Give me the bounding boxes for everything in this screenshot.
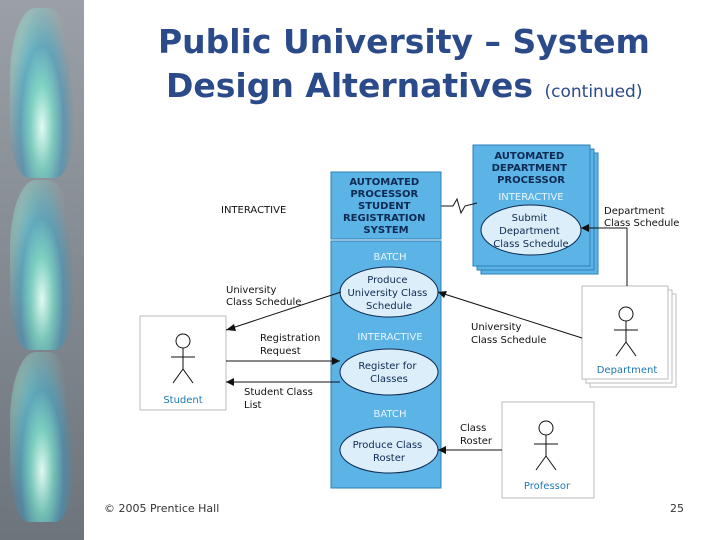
batch-label-1: BATCH bbox=[374, 252, 407, 263]
produce-roster-line: Roster bbox=[373, 453, 406, 464]
submit-usecase-line: Class Schedule bbox=[493, 239, 568, 250]
student-registration-system-box bbox=[330, 171, 442, 240]
submit-usecase-line: Submit bbox=[512, 213, 548, 224]
title-line-2: Design Alternatives (continued) bbox=[150, 64, 650, 114]
produce-schedule-text: Produce University Class Schedule bbox=[347, 275, 430, 312]
slide-title: Public University – System Design Altern… bbox=[150, 20, 650, 114]
processor-box-line: REGISTRATION bbox=[343, 213, 426, 224]
flame-graphic bbox=[10, 352, 74, 522]
department-actor-icon bbox=[614, 306, 638, 357]
dept-processor-title: AUTOMATED DEPARTMENT PROCESSOR bbox=[492, 151, 571, 186]
produce-schedule-line: University Class bbox=[347, 288, 427, 299]
interactive-label-2: INTERACTIVE bbox=[357, 332, 422, 343]
title-line-1: Public University – System bbox=[158, 22, 650, 61]
copyright-footer: © 2005 Prentice Hall bbox=[104, 502, 220, 515]
registration-system-title: AUTOMATED PROCESSOR STUDENT REGISTRATION… bbox=[343, 177, 429, 236]
student-class-list-label: Student Class List bbox=[244, 387, 316, 411]
department-actor-box bbox=[581, 285, 669, 380]
processor-box-line: STUDENT bbox=[358, 201, 411, 212]
interactive-label-left: INTERACTIVE bbox=[221, 205, 286, 216]
university-schedule-label-right: University Class Schedule bbox=[471, 322, 546, 346]
produce-schedule-line: Schedule bbox=[366, 301, 412, 312]
professor-actor-icon bbox=[534, 420, 558, 471]
processor-box-line: SYSTEM bbox=[363, 225, 408, 236]
batch-label-2: BATCH bbox=[374, 409, 407, 420]
dept-interactive-label: INTERACTIVE bbox=[498, 192, 563, 203]
produce-roster-line: Produce Class bbox=[353, 440, 423, 451]
label-line: Department bbox=[604, 206, 665, 217]
produce-roster-text: Produce Class Roster bbox=[353, 440, 426, 464]
submit-usecase-line: Department bbox=[499, 226, 560, 237]
professor-actor-label: Professor bbox=[524, 481, 571, 492]
registration-request-label: Registration Request bbox=[260, 333, 324, 357]
label-line: University bbox=[226, 285, 277, 296]
register-usecase-text: Register for Classes bbox=[358, 361, 419, 385]
dept-processor-line: AUTOMATED bbox=[494, 151, 564, 162]
title-subtitle: (continued) bbox=[544, 82, 643, 102]
flame-graphic bbox=[10, 180, 74, 350]
label-line: Request bbox=[260, 346, 301, 357]
submit-usecase-text: Submit Department Class Schedule bbox=[493, 213, 568, 250]
dept-class-schedule-label: Department Class Schedule bbox=[604, 206, 679, 229]
label-line: Class Schedule bbox=[226, 297, 301, 308]
label-line: Class Schedule bbox=[471, 335, 546, 346]
label-line: Student Class bbox=[244, 387, 313, 398]
label-line: Roster bbox=[460, 436, 493, 447]
label-line: Class Schedule bbox=[604, 218, 679, 229]
label-line: Class bbox=[460, 423, 486, 434]
processor-box-line: AUTOMATED bbox=[349, 177, 419, 188]
connector-lines bbox=[225, 227, 628, 451]
submit-dept-schedule-usecase bbox=[480, 204, 582, 256]
dept-processor-line: PROCESSOR bbox=[497, 175, 565, 186]
title-line-2-text: Design Alternatives bbox=[166, 66, 533, 105]
flame-graphic bbox=[10, 8, 74, 178]
register-for-classes-usecase bbox=[339, 348, 439, 396]
decorative-flame-sidebar bbox=[0, 0, 84, 540]
page-number: 25 bbox=[670, 502, 684, 515]
dept-processor-line: DEPARTMENT bbox=[492, 163, 568, 174]
department-actor-label: Department bbox=[597, 365, 658, 376]
register-usecase-line: Classes bbox=[370, 374, 408, 385]
label-line: Registration bbox=[260, 333, 320, 344]
student-actor-icon bbox=[171, 333, 195, 384]
register-usecase-line: Register for bbox=[358, 361, 417, 372]
label-line: List bbox=[244, 400, 262, 411]
professor-actor-box bbox=[501, 401, 595, 499]
system-link-zigzag bbox=[441, 197, 478, 215]
class-roster-label: Class Roster bbox=[460, 423, 493, 447]
student-actor-label: Student bbox=[163, 395, 202, 406]
connector-arrowheads bbox=[226, 224, 589, 454]
produce-schedule-line: Produce bbox=[367, 275, 407, 286]
university-schedule-label-left: University Class Schedule bbox=[226, 285, 301, 308]
label-line: University bbox=[471, 322, 522, 333]
processor-box-line: PROCESSOR bbox=[350, 189, 418, 200]
